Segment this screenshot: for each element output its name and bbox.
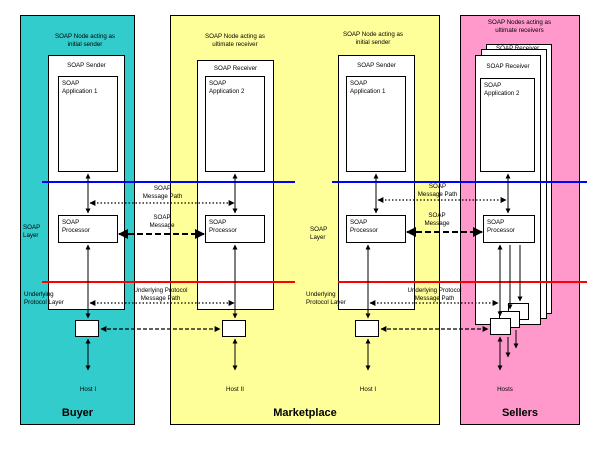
application-box-1: SOAP Application 1: [58, 76, 118, 172]
protocol-layer-label-right: Underlying Protocol Layer: [306, 291, 346, 306]
node-1-caption: SOAP Node acting as initial sender: [54, 33, 116, 48]
protocol-box-4: [490, 318, 511, 335]
application-box-3-label: SOAP Application 1: [350, 80, 386, 95]
node-1-title: SOAP Sender: [67, 62, 106, 69]
soap-message-label-right: SOAP Message: [424, 212, 450, 227]
protocol-box-2: [222, 320, 246, 337]
processor-box-1-label: SOAP Processor: [62, 219, 90, 234]
processor-box-1: SOAP Processor: [58, 215, 118, 243]
application-box-2: SOAP Application 2: [205, 76, 265, 172]
protocol-box-1: [75, 320, 99, 337]
processor-box-3: SOAP Processor: [346, 215, 406, 243]
processor-box-4-label: SOAP Processor: [487, 219, 515, 234]
marketplace-zone-label: Marketplace: [273, 407, 337, 419]
protocol-box-3: [355, 320, 379, 337]
soap-message-label-left: SOAP Message: [149, 214, 175, 229]
host-label-2: Host II: [226, 386, 244, 393]
node-4-title: SOAP Receiver: [486, 63, 530, 70]
node-3-caption: SOAP Node acting as initial sender: [342, 31, 404, 46]
node-2-title: SOAP Receiver: [213, 65, 258, 72]
node-3-title: SOAP Sender: [357, 62, 396, 69]
protocol-message-path-label-right: Underlying Protocol Message Path: [407, 287, 462, 302]
application-box-2-label: SOAP Application 2: [209, 80, 245, 95]
application-box-1-label: SOAP Application 1: [62, 80, 98, 95]
node-2-caption: SOAP Node acting as ultimate receiver: [204, 33, 266, 48]
node-4-caption: SOAP Nodes acting as ultimate receivers: [487, 19, 552, 34]
processor-box-4: SOAP Processor: [483, 215, 535, 243]
application-box-3: SOAP Application 1: [346, 76, 406, 172]
processor-box-3-label: SOAP Processor: [350, 219, 378, 234]
seller-stack-title: SOAP Receiver: [496, 45, 540, 52]
host-label-3: Host I: [359, 386, 377, 393]
soap-layer-label-left: SOAP Layer: [23, 224, 41, 239]
host-label-4: Hosts: [497, 386, 513, 393]
protocol-message-path-label-left: Underlying Protocol Message Path: [133, 287, 188, 302]
processor-box-2: SOAP Processor: [205, 215, 265, 243]
sellers-zone-label: Sellers: [501, 407, 539, 419]
soap-layer-label-right: SOAP Layer: [310, 226, 328, 241]
buyer-zone-label: Buyer: [61, 407, 94, 419]
host-label-1: Host I: [79, 386, 97, 393]
application-box-4-label: SOAP Application 2: [484, 82, 520, 97]
application-box-4: SOAP Application 2: [480, 78, 535, 172]
processor-box-2-label: SOAP Processor: [209, 219, 237, 234]
protocol-layer-label-left: Underlying Protocol Layer: [24, 291, 64, 306]
soap-message-path-label-right: SOAP Message Path: [417, 183, 458, 198]
soap-message-path-label-left: SOAP Message Path: [142, 185, 183, 200]
